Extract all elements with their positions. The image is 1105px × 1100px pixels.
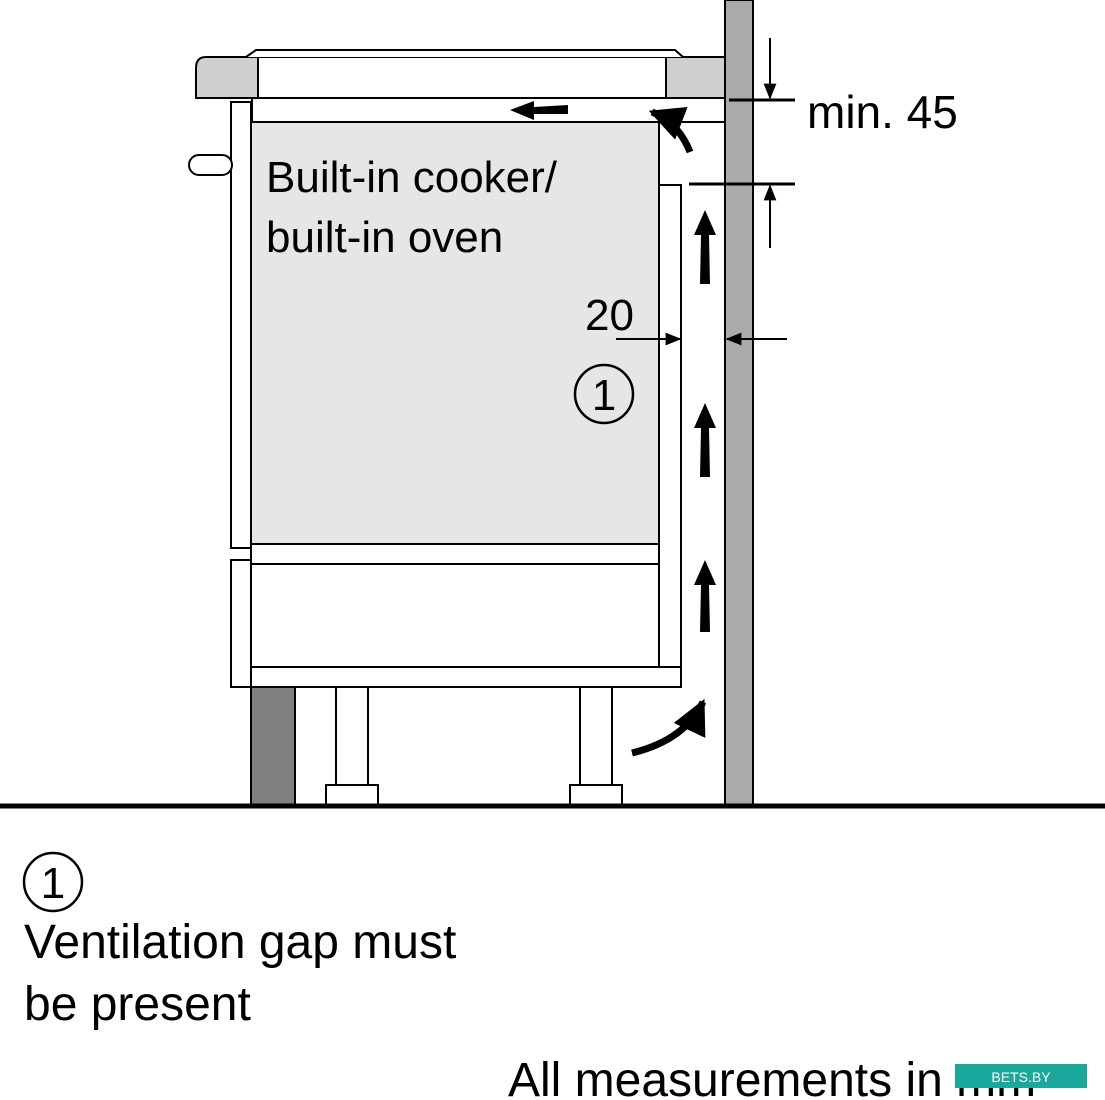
dimension-20-label: 20	[585, 291, 634, 340]
plinth	[250, 686, 296, 806]
cabinet-base	[250, 666, 682, 688]
legend-line2: be present	[24, 978, 251, 1031]
legend-number: 1	[41, 859, 65, 908]
dimension-min-45	[689, 38, 795, 248]
legend-line1: Ventilation gap must	[24, 916, 456, 969]
airflow-arrow-curve-bottom	[631, 698, 707, 757]
callout-marker: 1	[573, 363, 635, 425]
airflow-arrow-curve-top	[648, 106, 694, 154]
oven-bottom-rail	[250, 543, 662, 565]
cooker-label-line2: built-in oven	[266, 213, 503, 262]
foot-left	[325, 686, 379, 806]
oven-door	[230, 101, 252, 549]
foot-right	[569, 686, 623, 806]
footer-note: All measurements in mm	[508, 1054, 1036, 1100]
airflow-arrow-left	[510, 101, 568, 120]
airflow-arrow-up-1	[694, 210, 716, 284]
wall	[724, 0, 754, 807]
hob	[195, 49, 726, 99]
oven-handle	[188, 154, 233, 176]
legend-marker: 1	[22, 851, 84, 913]
airflow-arrow-up-3	[694, 560, 716, 632]
dimension-min-45-label: min. 45	[807, 86, 958, 138]
drawer-body	[250, 563, 660, 668]
airflow-arrows	[510, 101, 716, 632]
cooker-label-line1: Built-in cooker/	[266, 153, 558, 202]
callout-number: 1	[592, 371, 616, 420]
watermark-text: BETS.BY	[991, 1069, 1051, 1085]
oven-body	[250, 121, 660, 545]
watermark: BETS.BY	[955, 1064, 1087, 1088]
drawer-front	[230, 559, 252, 688]
airflow-arrow-up-2	[694, 403, 716, 477]
cabinet-side-panel	[658, 184, 682, 668]
